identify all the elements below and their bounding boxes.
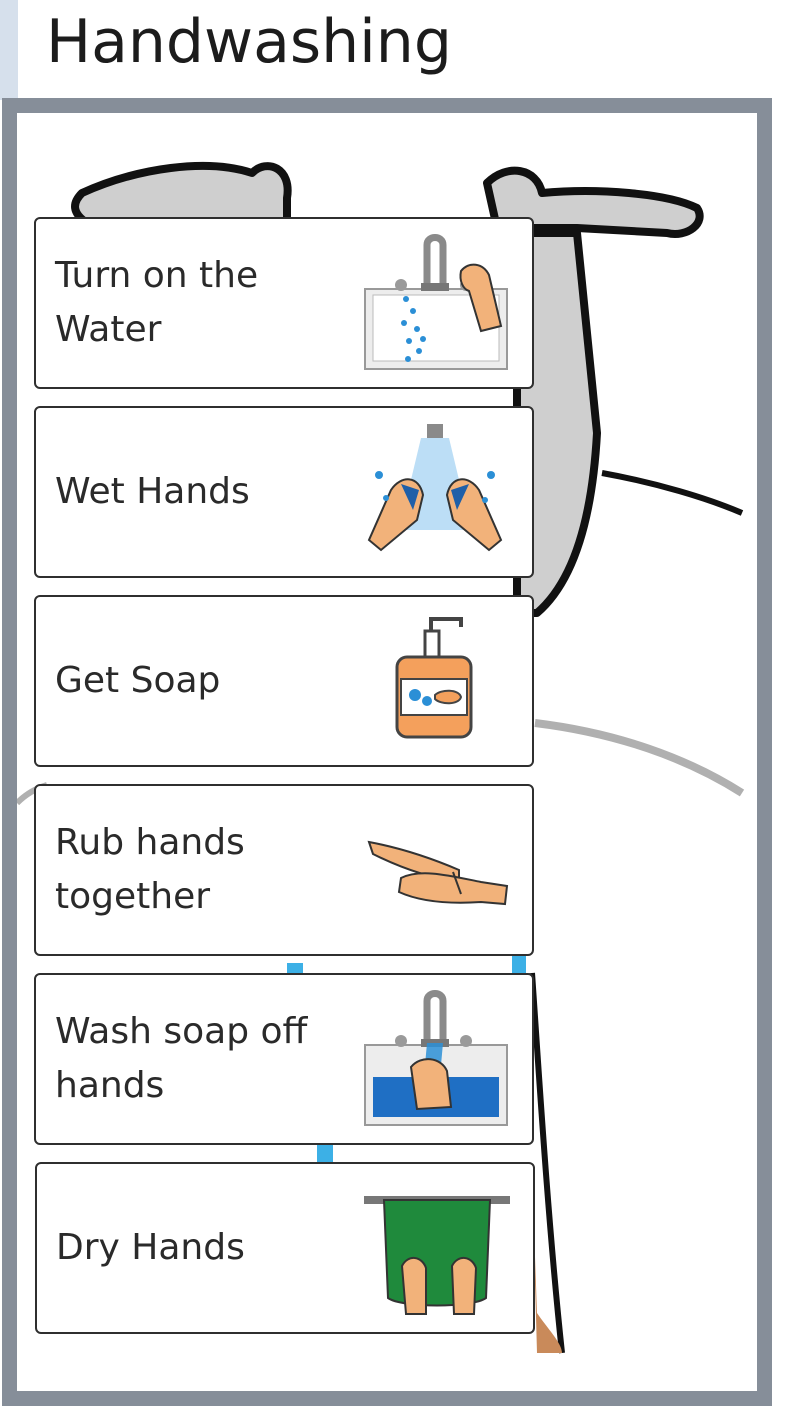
step-card-wash-soap-off[interactable]: Wash soap off hands [34,973,534,1145]
page-title: Handwashing [46,7,452,77]
rub-hands-icon [367,840,509,906]
step-label: Dry Hands [56,1227,245,1268]
step-label: Get Soap [55,660,221,701]
faucet-on-icon [364,234,508,370]
left-edge-strip [0,0,18,100]
towel-icon [364,1196,510,1315]
step-card-wet-hands[interactable]: Wet Hands [34,406,534,578]
step-label: Wash soap off hands [55,1011,308,1106]
wet-hands-icon [367,424,503,552]
step-card-get-soap[interactable]: Get Soap [34,595,534,767]
step-card-dry-hands[interactable]: Dry Hands [35,1162,535,1334]
step-label: Turn on the Water [55,255,259,350]
rinse-hands-icon [364,990,508,1126]
step-card-turn-on-water[interactable]: Turn on the Water [34,217,534,389]
step-card-rub-hands[interactable]: Rub hands together [34,784,534,956]
visual-schedule-board: Turn on the Water Wet Hands [2,98,772,1406]
soap-pump-icon [395,617,473,739]
step-label: Wet Hands [55,471,250,512]
step-label: Rub hands together [55,822,245,917]
